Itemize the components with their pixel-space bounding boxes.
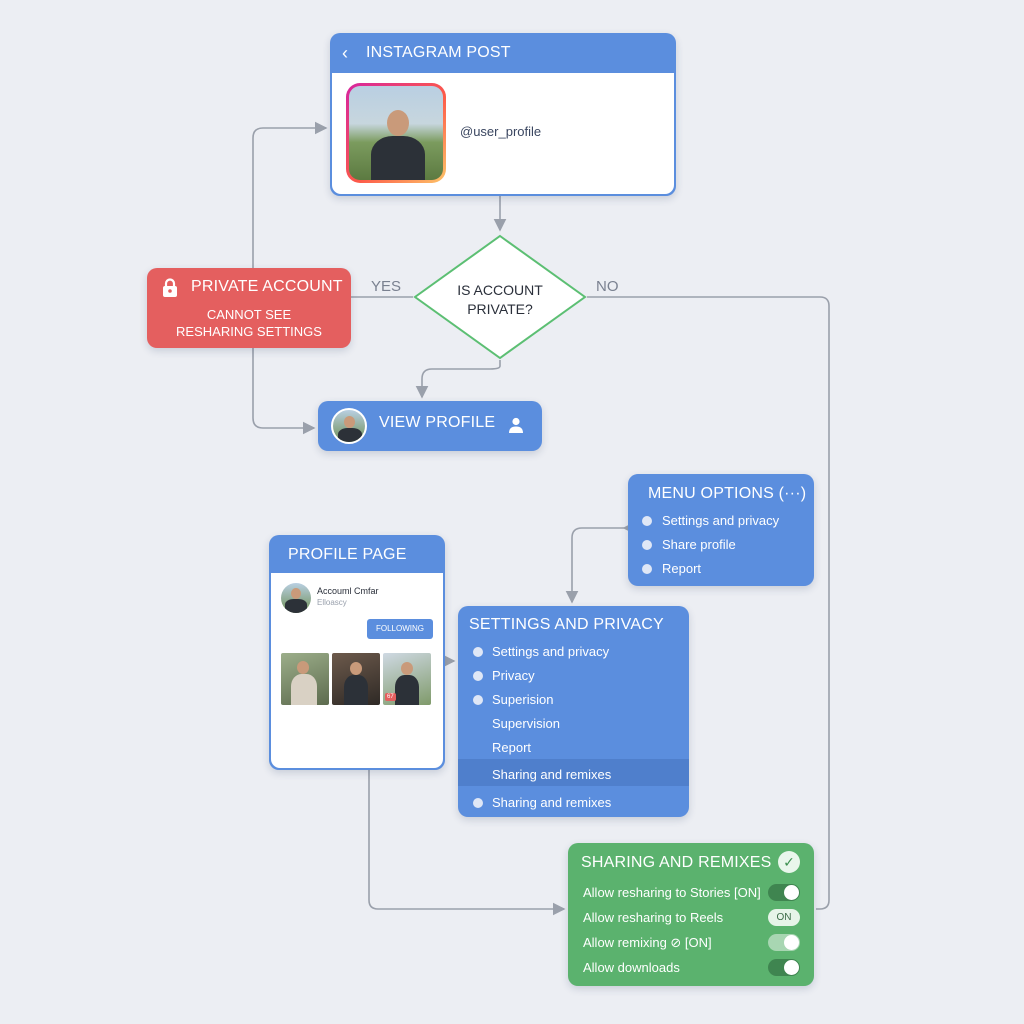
- profile-page-card: PROFILE PAGE Accouml Cmfar Elloascy FOLL…: [269, 535, 445, 770]
- settings-list: Settings and privacy Privacy Superision …: [458, 640, 689, 815]
- no-label: NO: [596, 278, 619, 295]
- following-button[interactable]: FOLLOWING: [367, 619, 433, 639]
- settings-item-report[interactable]: Report: [492, 740, 532, 755]
- sharing-remixes-card: SHARING AND REMIXES ✓ Allow resharing to…: [568, 843, 814, 986]
- instagram-post-title: INSTAGRAM POST: [366, 44, 511, 61]
- menu-item-settings-privacy[interactable]: Settings and privacy: [628, 509, 814, 533]
- chevron-left-icon[interactable]: ‹: [342, 43, 348, 63]
- profile-photo: [349, 86, 443, 180]
- downloads-toggle[interactable]: [768, 959, 800, 976]
- resharing-reels-toggle[interactable]: ON: [768, 909, 800, 926]
- settings-item-sharing-remixes[interactable]: Sharing and remixes: [458, 791, 689, 815]
- settings-item-privacy[interactable]: Privacy: [458, 664, 689, 688]
- settings-item-sharing-remixes-highlighted[interactable]: Sharing and remixes: [492, 767, 612, 782]
- decision-line2: PRIVATE?: [467, 301, 533, 317]
- resharing-stories-label: Allow resharing to Stories [ON]: [583, 885, 761, 900]
- view-profile-button[interactable]: VIEW PROFILE: [318, 401, 542, 451]
- resharing-reels-label: Allow resharing to Reels: [583, 910, 724, 925]
- user-icon: [509, 417, 523, 433]
- settings-privacy-card: SETTINGS AND PRIVACY Settings and privac…: [458, 606, 689, 817]
- post-body: @user_profile: [332, 73, 674, 194]
- lock-icon: [163, 278, 177, 297]
- menu-options-title: MENU OPTIONS (···): [648, 485, 807, 502]
- avatar: [281, 583, 311, 613]
- downloads-label: Allow downloads: [583, 960, 680, 975]
- menu-item-report[interactable]: Report: [628, 557, 814, 581]
- post-thumbnail[interactable]: 67: [383, 653, 431, 705]
- remixing-toggle[interactable]: [768, 934, 800, 951]
- profile-name: Accouml Cmfar: [317, 586, 379, 596]
- post-thumbnail[interactable]: [332, 653, 380, 705]
- arrow-decision-to-view-profile: [415, 360, 501, 399]
- remixing-label: Allow remixing ⊘ [ON]: [583, 935, 712, 950]
- arrow-profile-to-sharing: [368, 770, 566, 916]
- menu-options-list: Settings and privacy Share profile Repor…: [628, 509, 814, 581]
- menu-options-card: MENU OPTIONS (···) Settings and privacy …: [628, 474, 814, 586]
- thumb-badge: 67: [385, 693, 396, 701]
- yes-label: YES: [371, 278, 402, 295]
- profile-photo-frame[interactable]: [346, 83, 446, 183]
- private-account-card: PRIVATE ACCOUNT CANNOT SEE RESHARING SET…: [147, 268, 351, 348]
- highlighted-row: [458, 759, 689, 786]
- profile-page-title: PROFILE PAGE: [288, 546, 407, 563]
- private-account-title: PRIVATE ACCOUNT: [191, 278, 343, 295]
- username-handle[interactable]: @user_profile: [460, 124, 542, 139]
- decision-diamond: [413, 234, 587, 360]
- arrow-private-to-view-profile: [252, 348, 316, 435]
- arrow-private-to-post: [252, 121, 328, 268]
- is-account-private-decision: IS ACCOUNT PRIVATE?: [413, 234, 587, 360]
- profile-page-body: Accouml Cmfar Elloascy FOLLOWING 67: [271, 573, 443, 768]
- instagram-post-card[interactable]: ‹ INSTAGRAM POST @user_profile: [330, 33, 676, 196]
- view-profile-label: VIEW PROFILE: [379, 414, 496, 431]
- settings-item-settings-privacy[interactable]: Settings and privacy: [458, 640, 689, 664]
- profile-subtext: Elloascy: [317, 598, 347, 607]
- post-thumbnail[interactable]: [281, 653, 329, 705]
- decision-text: IS ACCOUNT PRIVATE?: [413, 281, 587, 319]
- private-account-message: CANNOT SEE RESHARING SETTINGS: [147, 306, 351, 340]
- avatar: [331, 408, 367, 444]
- private-message-line1: CANNOT SEE: [206, 307, 292, 322]
- settings-item-supervision[interactable]: Supervision: [492, 716, 560, 731]
- check-icon: ✓: [778, 851, 800, 873]
- sharing-remixes-title: SHARING AND REMIXES: [581, 854, 772, 871]
- resharing-stories-toggle[interactable]: [768, 884, 800, 901]
- arrow-decision-no: [587, 296, 830, 910]
- settings-privacy-title: SETTINGS AND PRIVACY: [469, 616, 664, 633]
- arrow-menu-settings: [565, 521, 636, 604]
- menu-item-share-profile[interactable]: Share profile: [628, 533, 814, 557]
- settings-item-superision[interactable]: Superision: [458, 688, 689, 712]
- private-message-line2: RESHARING SETTINGS: [176, 324, 322, 339]
- decision-line1: IS ACCOUNT: [457, 282, 543, 298]
